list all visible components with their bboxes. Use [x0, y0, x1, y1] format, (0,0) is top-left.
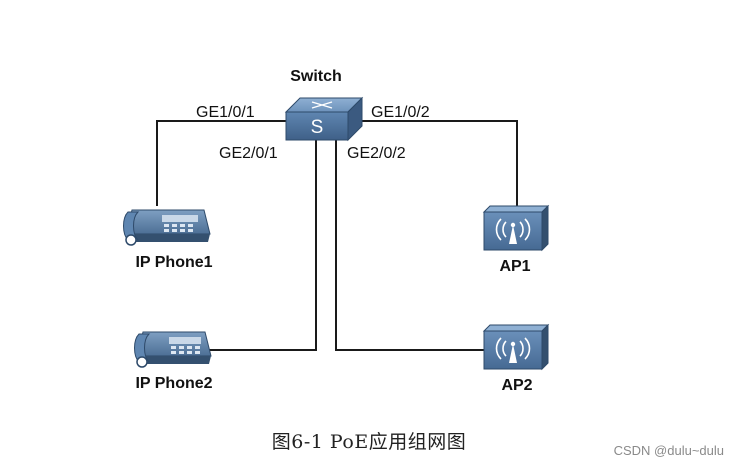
ap1-label: AP1 — [499, 258, 530, 275]
ip-phone1: IP Phone1 — [123, 209, 213, 271]
port-label-ge1-0-2: GE1/0/2 — [371, 104, 430, 121]
ip-phone2: IP Phone2 — [134, 331, 213, 392]
link-switch-to-ap1 — [358, 120, 518, 212]
port-label-ge2-0-2: GE2/0/2 — [347, 145, 406, 162]
switch-icon-letter: S — [311, 117, 324, 138]
port-label-ge1-0-1: GE1/0/1 — [196, 104, 255, 121]
network-switch-icon: S — [284, 96, 364, 142]
wireless-access-point-icon — [482, 204, 550, 252]
ip-phone2-label: IP Phone2 — [135, 375, 212, 392]
port-label-ge2-0-1: GE2/0/1 — [219, 145, 278, 162]
desk-phone-icon — [123, 209, 211, 246]
switch-label: Switch — [290, 68, 342, 85]
link-switch-to-ip-phone2 — [208, 139, 317, 351]
wireless-access-point-icon — [482, 323, 550, 371]
desk-phone-icon — [134, 331, 212, 368]
ap1: AP1 — [482, 204, 550, 275]
link-switch-to-ip-phone1 — [156, 120, 286, 206]
figure-caption: 图6-1 PoE应用组网图 — [271, 431, 467, 453]
ap2-label: AP2 — [501, 377, 532, 394]
watermark: CSDN @dulu~dulu — [613, 443, 724, 458]
ip-phone1-label: IP Phone1 — [135, 254, 212, 271]
ap2: AP2 — [482, 323, 550, 394]
link-switch-to-ap2 — [335, 139, 484, 351]
network-links — [156, 120, 518, 351]
